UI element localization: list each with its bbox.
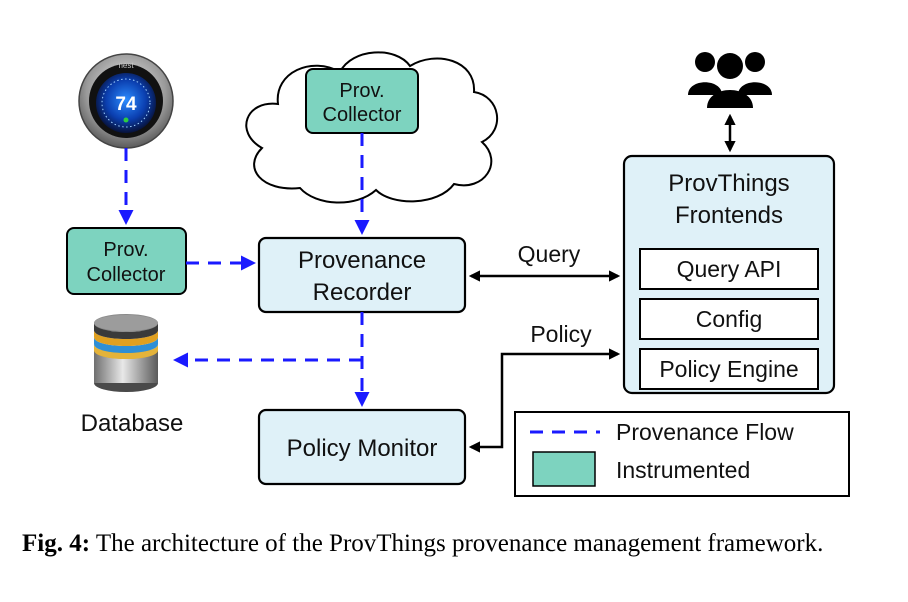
database-label: Database <box>81 410 184 437</box>
legend: Provenance Flow Instrumented <box>514 411 850 497</box>
frontends-line2: Frontends <box>675 202 783 229</box>
policy-engine-label: Policy Engine <box>659 356 798 382</box>
query-api-label: Query API <box>677 256 782 282</box>
database-icon <box>94 314 158 392</box>
cloud-collector-line1: Prov. <box>339 80 384 102</box>
recorder-line1: Provenance <box>298 247 426 274</box>
policy-arrow <box>468 348 621 453</box>
policy-engine-box <box>639 348 819 390</box>
thermostat-brand: nest <box>118 61 134 70</box>
config-label: Config <box>696 306 762 332</box>
thermostat-icon: nest 74 <box>78 53 174 149</box>
frontends-panel: ProvThings Frontends Query API Config Po… <box>622 154 836 395</box>
caption-prefix: Fig. 4: <box>22 530 91 557</box>
left-collector-line2: Collector <box>87 264 166 286</box>
left-collector-line1: Prov. <box>103 239 148 261</box>
monitor-label: Policy Monitor <box>287 435 438 462</box>
left-prov-collector: Prov. Collector <box>66 227 187 295</box>
recorder-line2: Recorder <box>313 279 412 306</box>
architecture-diagram: Prov. Collector nest 74 Prov. Collector … <box>66 51 850 497</box>
provenance-recorder: Provenance Recorder <box>257 236 467 314</box>
policy-edge-label: Policy <box>530 321 592 347</box>
frontends-line1: ProvThings <box>668 170 789 197</box>
query-api-box <box>639 248 819 290</box>
cloud-collector-line2: Collector <box>323 104 402 126</box>
config-box <box>639 298 819 340</box>
legend-flow-label: Provenance Flow <box>616 419 794 445</box>
legend-instrumented-label: Instrumented <box>616 457 750 483</box>
users-icon <box>688 52 772 108</box>
cloud-prov-collector: Prov. Collector <box>305 68 419 134</box>
thermostat-temperature: 74 <box>115 94 137 115</box>
figure-caption: Fig. 4: The architecture of the ProvThin… <box>22 528 892 560</box>
caption-text: The architecture of the ProvThings prove… <box>90 530 824 557</box>
legend-instrumented-swatch <box>532 451 596 487</box>
query-edge-label: Query <box>518 241 581 267</box>
policy-monitor: Policy Monitor <box>257 408 467 486</box>
